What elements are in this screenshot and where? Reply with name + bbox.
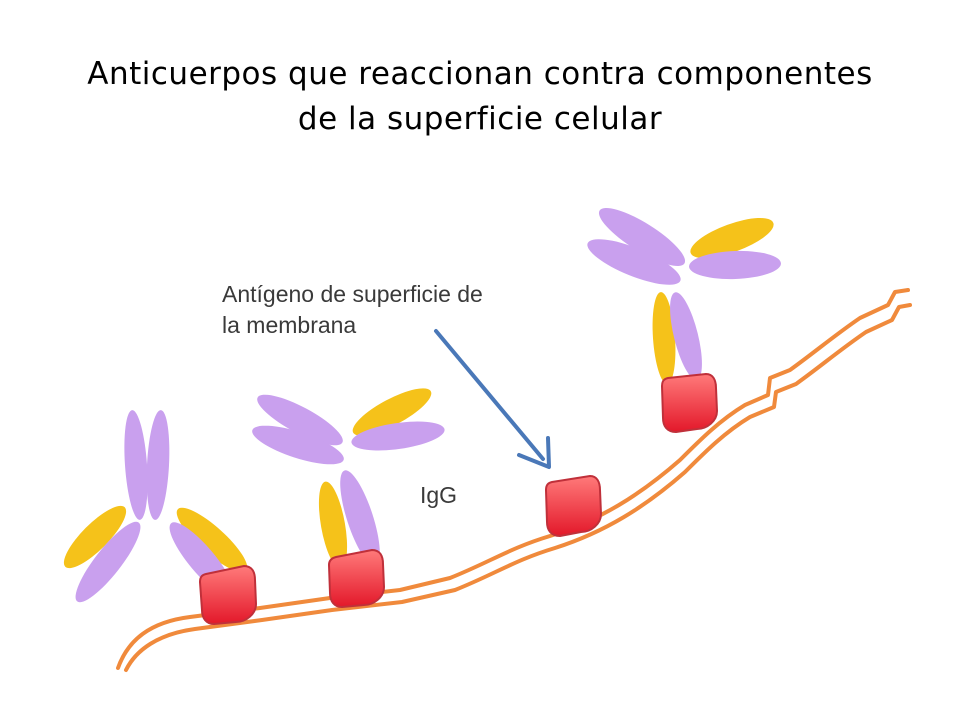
antigen-2 xyxy=(328,549,385,608)
arrow-shaft xyxy=(434,329,545,461)
antibody-2-heavy-chain-arm-1 xyxy=(257,394,343,446)
antigen-label-line-1: Antígeno de superficie de xyxy=(222,281,483,307)
arrow-head xyxy=(517,436,551,469)
antibody-2-heavy-chain-arm-3 xyxy=(351,421,445,451)
antibody-2-heavy-chain-arm-2 xyxy=(252,425,344,465)
antigen-label: Antígeno de superficie de la membrana xyxy=(222,279,483,341)
antibody-3-heavy-chain-arm-3 xyxy=(689,250,781,280)
antigen-label-line-2: la membrana xyxy=(222,312,357,338)
title-line-2: de la superficie celular xyxy=(297,101,663,137)
antibody-1-heavy-chain-stem-right xyxy=(146,410,170,520)
antibody-3-heavy-chain-arm-1 xyxy=(598,207,686,267)
slide-title: Anticuerpos que reaccionan contra compon… xyxy=(0,52,960,142)
antibody-2-heavy-chain-stem xyxy=(340,470,380,566)
antigen-1 xyxy=(199,565,257,625)
antibody-1-heavy-chain-stem-left xyxy=(124,410,148,520)
antibody-3-heavy-chain-stem xyxy=(670,292,702,380)
antibody-2-light-chain-lower xyxy=(318,481,348,569)
antibody-2 xyxy=(252,388,445,569)
antigen-4 xyxy=(661,373,718,433)
antibody-1-heavy-chain-arm-left xyxy=(75,521,141,603)
antibody-3 xyxy=(587,207,781,384)
membrane-inner-line xyxy=(124,303,912,672)
antibody-1-light-chain-right xyxy=(176,507,248,573)
antigen-3-free xyxy=(545,475,602,537)
antibody-1-light-chain-left xyxy=(63,505,127,569)
pointer-arrow xyxy=(434,329,551,469)
antibody-1 xyxy=(63,410,248,603)
antibody-3-light-chain-lower xyxy=(652,292,676,384)
igg-label: IgG xyxy=(420,482,458,508)
surface-antigens xyxy=(199,373,718,625)
antibody-3-heavy-chain-arm-2 xyxy=(587,239,681,285)
antibody-3-light-chain-top xyxy=(690,218,774,258)
title-line-1: Anticuerpos que reaccionan contra compon… xyxy=(87,56,873,92)
antibody-2-light-chain-top xyxy=(352,388,432,436)
